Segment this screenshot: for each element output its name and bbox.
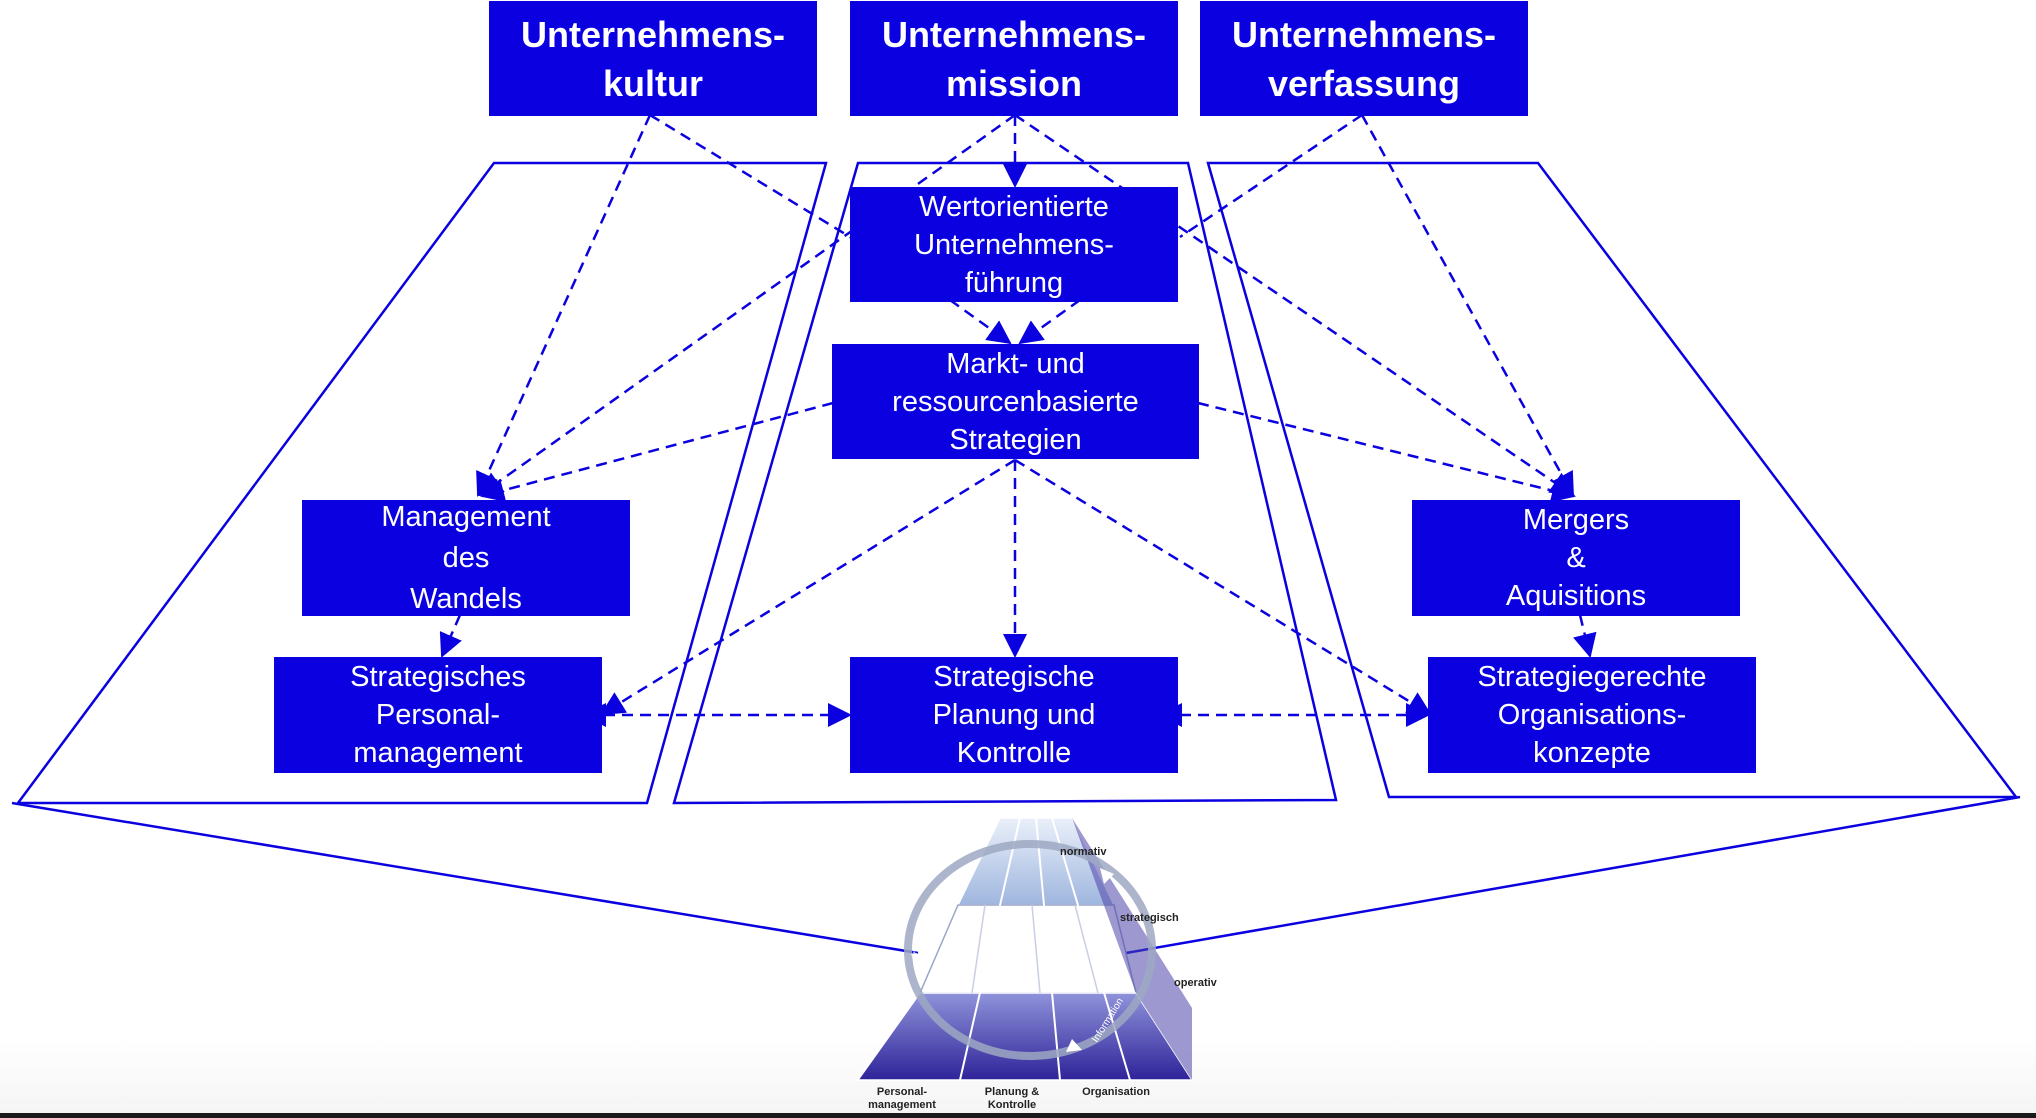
connector-mission-left (478, 113, 1016, 497)
box-strategische-planung-kontrolle: Strategische Planung und Kontrolle (850, 657, 1178, 773)
connector-markt-personal (600, 458, 1016, 716)
pyramid-level-operativ (856, 992, 1194, 1081)
base-label-organisation: Organisation (1082, 1086, 1150, 1098)
center-trapezoid (672, 161, 1338, 805)
base-label-planung: Planung & (985, 1086, 1039, 1098)
connector-markt-wandel (480, 401, 834, 502)
left-trapezoid (15, 161, 828, 805)
pyramid-divider-strategisch (1031, 904, 1041, 994)
information-cycle-ring (904, 840, 1156, 1060)
connector-verfassung-wert (1179, 113, 1363, 239)
connector-wandel-personal (439, 614, 462, 658)
cycle-arrow-icon (1100, 868, 1114, 884)
box-strategiegerechte-organisation: Strategiegerechte Organisations- konzept… (1428, 657, 1756, 773)
cycle-arrow-icon (1066, 1039, 1082, 1052)
box-unternehmensmission: Unternehmens- mission (850, 1, 1178, 116)
pyramid-divider-strategisch (1074, 904, 1099, 994)
funnel-line-left (11, 801, 919, 955)
connector-mergers-organisation (1573, 614, 1597, 658)
box-management-des-wandels: Management des Wandels (302, 500, 630, 616)
box-wertorientierte-fuehrung: Wertorientierte Unternehmens- führung (850, 187, 1178, 302)
connector-markt-organisation (1014, 458, 1432, 716)
pyramid-divider (1035, 817, 1061, 1081)
base-label-planung-2: Kontrolle (988, 1099, 1036, 1111)
box-strategisches-personalmanagement: Strategisches Personal- management (274, 657, 602, 773)
pyramid-divider-strategisch (971, 904, 986, 994)
connector-kultur-wandel (476, 114, 652, 497)
bottom-edge-bar (0, 1113, 2036, 1118)
box-markt-ressourcen-strategien: Markt- und ressourcenbasierte Strategien (832, 344, 1199, 459)
connector-wert-markt-a (949, 298, 1012, 345)
base-label-personal: Personal- (877, 1086, 927, 1098)
base-label-personal-2: management (868, 1099, 936, 1111)
management-pyramid: Information Information normativ strateg… (856, 817, 1218, 1111)
connector-mission-right (1014, 113, 1575, 497)
pyramid-divider (1051, 817, 1131, 1081)
connector-kultur-wert (649, 113, 856, 242)
pyramid-level-strategisch (918, 904, 1137, 994)
level-label-strategisch: strategisch (1120, 912, 1179, 924)
connector-markt-mergers (1197, 401, 1576, 503)
connector-wert-markt-b (1018, 298, 1081, 345)
level-label-operativ: operativ (1174, 977, 1218, 989)
level-label-normativ: normativ (1060, 846, 1107, 858)
box-unternehmensverfassung: Unternehmens- verfassung (1200, 1, 1528, 116)
pyramid-divider (959, 817, 1021, 1081)
connector-verfassung-mergers (1360, 114, 1575, 497)
box-unternehmenskultur: Unternehmens- kultur (489, 1, 817, 116)
funnel-line-right (1125, 795, 2021, 955)
pyramid-side-face (1072, 818, 1192, 1080)
box-mergers-aquisitions: Mergers & Aquisitions (1412, 500, 1740, 616)
